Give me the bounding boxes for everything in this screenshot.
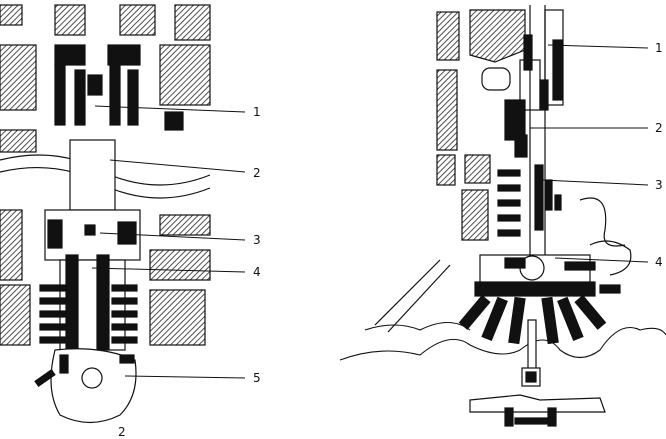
right-plan-roads — [374, 5, 632, 333]
right-plan-leaders — [530, 44, 649, 263]
right-callout-3: 3 — [655, 178, 663, 192]
right-plan-lower-pier — [469, 319, 606, 427]
left-callout-3: 3 — [253, 233, 261, 247]
left-site-plan — [0, 4, 246, 424]
right-plan-city-blocks — [436, 9, 526, 241]
right-plan-coastline — [339, 321, 666, 361]
right-site-plan — [339, 5, 666, 427]
right-plan-pier-fan — [458, 281, 621, 345]
right-plan-spine-buildings — [497, 34, 563, 237]
left-plan-leaders — [91, 105, 246, 379]
left-callout-1: 1 — [253, 105, 261, 119]
left-plan-bottom-lobe — [34, 348, 137, 424]
left-plan-building-clusters — [54, 44, 184, 131]
left-callout-4: 4 — [253, 265, 261, 279]
left-plan-city-blocks-west — [0, 4, 211, 346]
right-plan-terminal — [479, 254, 596, 286]
right-callout-2: 2 — [655, 121, 663, 135]
left-plan-caption: 2 — [118, 425, 126, 439]
left-callout-2: 2 — [253, 166, 261, 180]
right-callout-1: 1 — [655, 41, 663, 55]
left-callout-5: 5 — [253, 371, 261, 385]
left-plan-city-blocks-east — [149, 44, 211, 346]
right-callout-4: 4 — [655, 255, 663, 269]
